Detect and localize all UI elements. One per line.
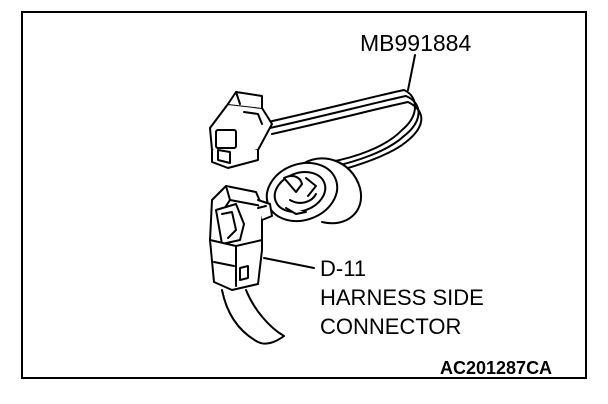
connector-desc-line1: HARNESS SIDE <box>320 285 484 310</box>
tool-label: MB991884 <box>360 30 472 56</box>
tool-leader-line <box>407 54 416 91</box>
connector-leader-line <box>263 257 315 269</box>
connector-id-label: D-11 <box>320 256 367 281</box>
harness-wires <box>221 289 285 345</box>
connector-desc-line2: CONNECTOR <box>320 314 462 339</box>
tool-plug <box>209 91 273 169</box>
round-adapter <box>265 157 363 225</box>
harness-connector <box>209 185 273 291</box>
tool-cable <box>267 89 423 173</box>
figure-code: AC201287CA <box>440 358 553 378</box>
